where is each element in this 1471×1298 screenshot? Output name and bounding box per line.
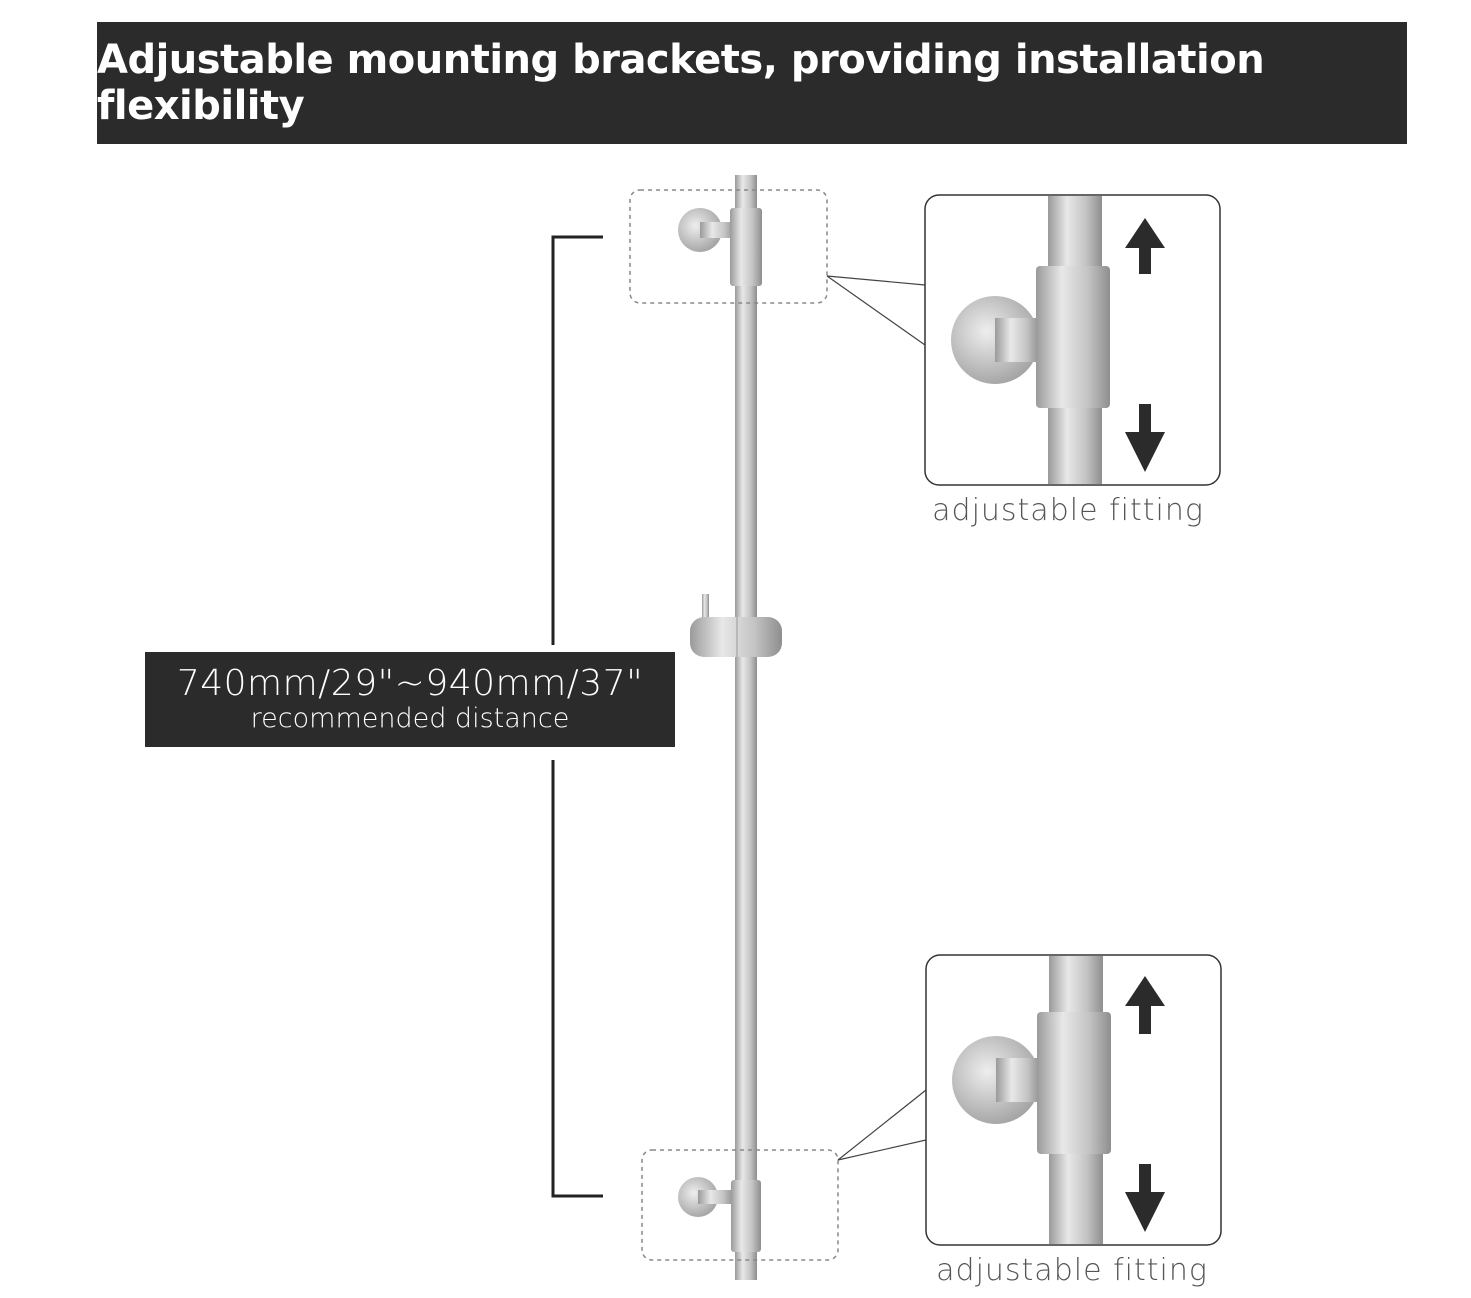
handset-holder: [690, 594, 782, 657]
bottom-detail-caption: adjustable fitting: [936, 1253, 1208, 1288]
down-arrow-icon: [1125, 1164, 1165, 1232]
header-banner: Adjustable mounting brackets, providing …: [97, 22, 1407, 144]
distance-label: 740mm/29"~940mm/37" recommended distance: [145, 652, 675, 747]
distance-range: 740mm/29"~940mm/37": [176, 663, 644, 704]
up-arrow-icon: [1125, 976, 1165, 1034]
top-bracket-highlight: [629, 189, 828, 304]
dimension-bracket: [551, 235, 603, 1198]
top-detail-caption: adjustable fitting: [932, 493, 1204, 528]
top-bracket-sleeve: [730, 208, 762, 286]
distance-caption: recommended distance: [250, 703, 570, 734]
slide-bar-rail: [678, 175, 782, 1280]
bottom-bracket-sleeve: [731, 1180, 761, 1252]
up-arrow-icon: [1125, 218, 1165, 274]
down-arrow-icon: [1125, 404, 1165, 472]
top-detail-inset: [924, 194, 1221, 486]
page-title: Adjustable mounting brackets, providing …: [97, 37, 1265, 129]
bottom-detail-inset: [925, 954, 1222, 1246]
bottom-bracket-highlight: [641, 1149, 839, 1261]
